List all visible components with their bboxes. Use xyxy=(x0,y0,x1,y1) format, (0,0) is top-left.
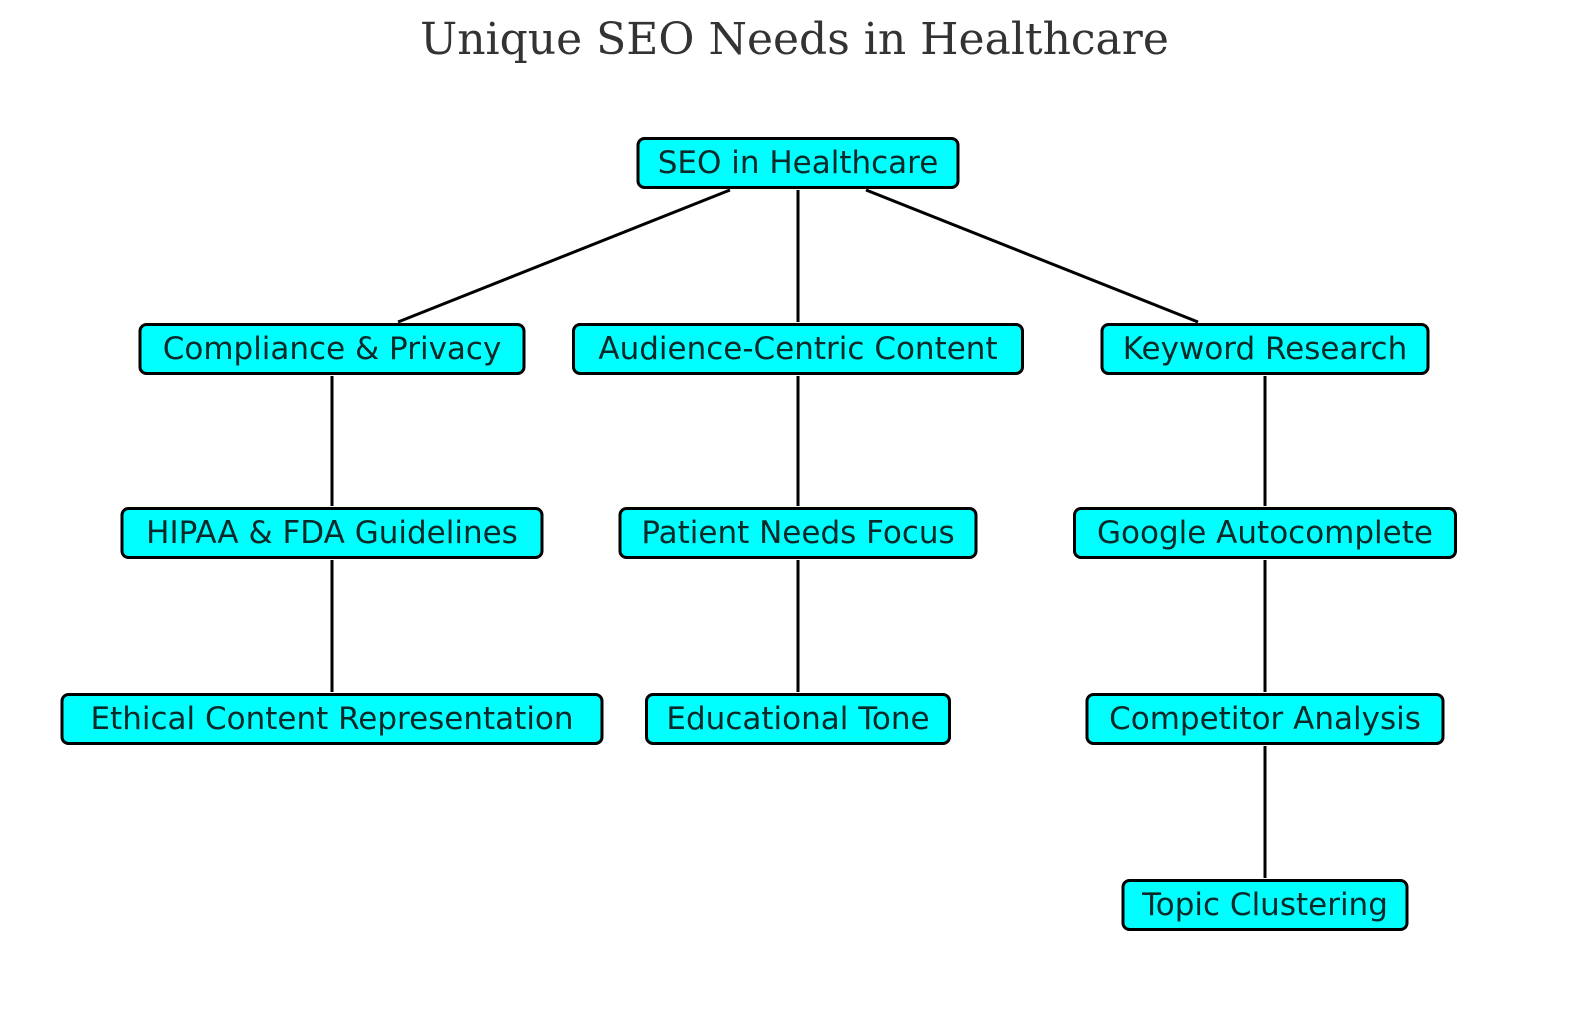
node-compliance-privacy: Compliance & Privacy xyxy=(138,323,526,375)
node-competitor-analysis: Competitor Analysis xyxy=(1085,693,1445,745)
node-audience-centric-content: Audience-Centric Content xyxy=(572,323,1024,375)
node-google-autocomplete: Google Autocomplete xyxy=(1073,507,1457,559)
diagram-title: Unique SEO Needs in Healthcare xyxy=(420,14,1169,65)
edge-root-compliance xyxy=(397,188,731,324)
node-ethical-content-representation: Ethical Content Representation xyxy=(60,693,604,745)
node-topic-clustering: Topic Clustering xyxy=(1121,879,1409,931)
node-hipaa-fda-guidelines: HIPAA & FDA Guidelines xyxy=(120,507,544,559)
node-educational-tone: Educational Tone xyxy=(645,693,951,745)
edge-root-keyword xyxy=(865,188,1199,324)
node-keyword-research: Keyword Research xyxy=(1100,323,1430,375)
node-seo-in-healthcare: SEO in Healthcare xyxy=(636,137,960,189)
node-patient-needs-focus: Patient Needs Focus xyxy=(618,507,978,559)
